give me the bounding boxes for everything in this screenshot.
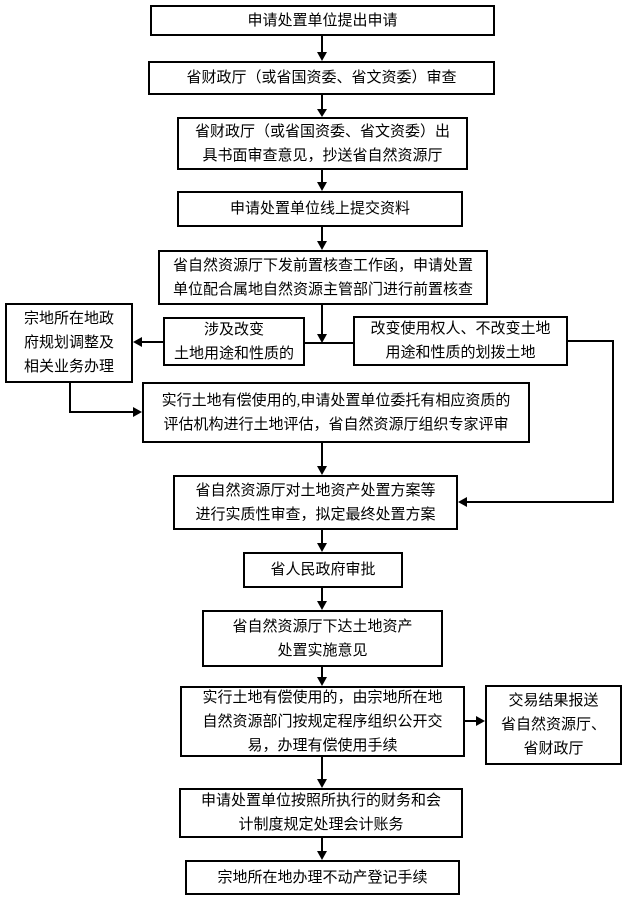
arrow-valuation-to-substantive-review [317, 443, 327, 475]
node-substantive-review: 省自然资源厅对土地资产处置方案等 进行实质性审查，拟定最终处置方案 [173, 475, 458, 530]
node-apply-application: 申请处置单位提出申请 [150, 5, 495, 36]
arrow-change-of-use-to-planning [133, 337, 163, 347]
node-planning-adjustment: 宗地所在地政 府规划调整及 相关业务办理 [5, 303, 133, 383]
arrow-written-opinion-to-online-submission [317, 170, 327, 191]
arrow-no-change-to-substantive-review [458, 340, 614, 507]
arrow-pre-check-to-branch [305, 305, 353, 344]
arrow-planning-to-valuation [69, 383, 142, 417]
arrow-apply-to-finance-review [317, 36, 327, 61]
arrow-finance-review-to-written-opinion [317, 95, 327, 117]
arrow-online-submission-to-pre-check [317, 227, 327, 250]
node-online-submission: 申请处置单位线上提交资料 [177, 191, 463, 227]
node-implementation-opinion: 省自然资源厅下达土地资产 处置实施意见 [202, 610, 443, 667]
node-pre-check: 省自然资源厅下发前置核查工作函，申请处置 单位配合属地自然资源主管部门进行前置核… [158, 250, 488, 305]
node-public-transaction: 实行土地有偿使用的，由宗地所在地 自然资源部门按规定程序组织公开交 易，办理有偿… [180, 686, 465, 757]
arrow-implementation-to-transaction [317, 667, 327, 686]
node-land-valuation: 实行土地有偿使用的,申请处置单位委托有相应资质的 评估机构进行土地评估，省自然资… [142, 382, 530, 443]
arrow-transaction-to-report [465, 716, 485, 726]
arrow-accounting-to-registration [317, 838, 327, 860]
node-finance-review: 省财政厅（或省国资委、省文资委）审查 [148, 61, 495, 95]
node-accounting-treatment: 申请处置单位按照所执行的财务和会 计制度规定处理会计账务 [179, 788, 463, 838]
arrow-transaction-to-accounting [317, 757, 327, 788]
node-change-of-use-branch: 涉及改变 土地用途和性质的 [163, 317, 305, 366]
node-property-registration: 宗地所在地办理不动产登记手续 [185, 860, 460, 895]
arrow-substantive-review-to-approval [317, 530, 327, 552]
node-written-opinion: 省财政厅（或省国资委、省文资委）出 具书面审查意见，抄送省自然资源厅 [177, 117, 468, 170]
node-government-approval: 省人民政府审批 [243, 552, 403, 588]
node-transaction-report: 交易结果报送 省自然资源厅、 省财政厅 [485, 685, 622, 765]
arrow-approval-to-implementation [317, 588, 327, 610]
node-no-change-allocated-branch: 改变使用权人、不改变土地 用途和性质的划拨土地 [353, 316, 568, 366]
